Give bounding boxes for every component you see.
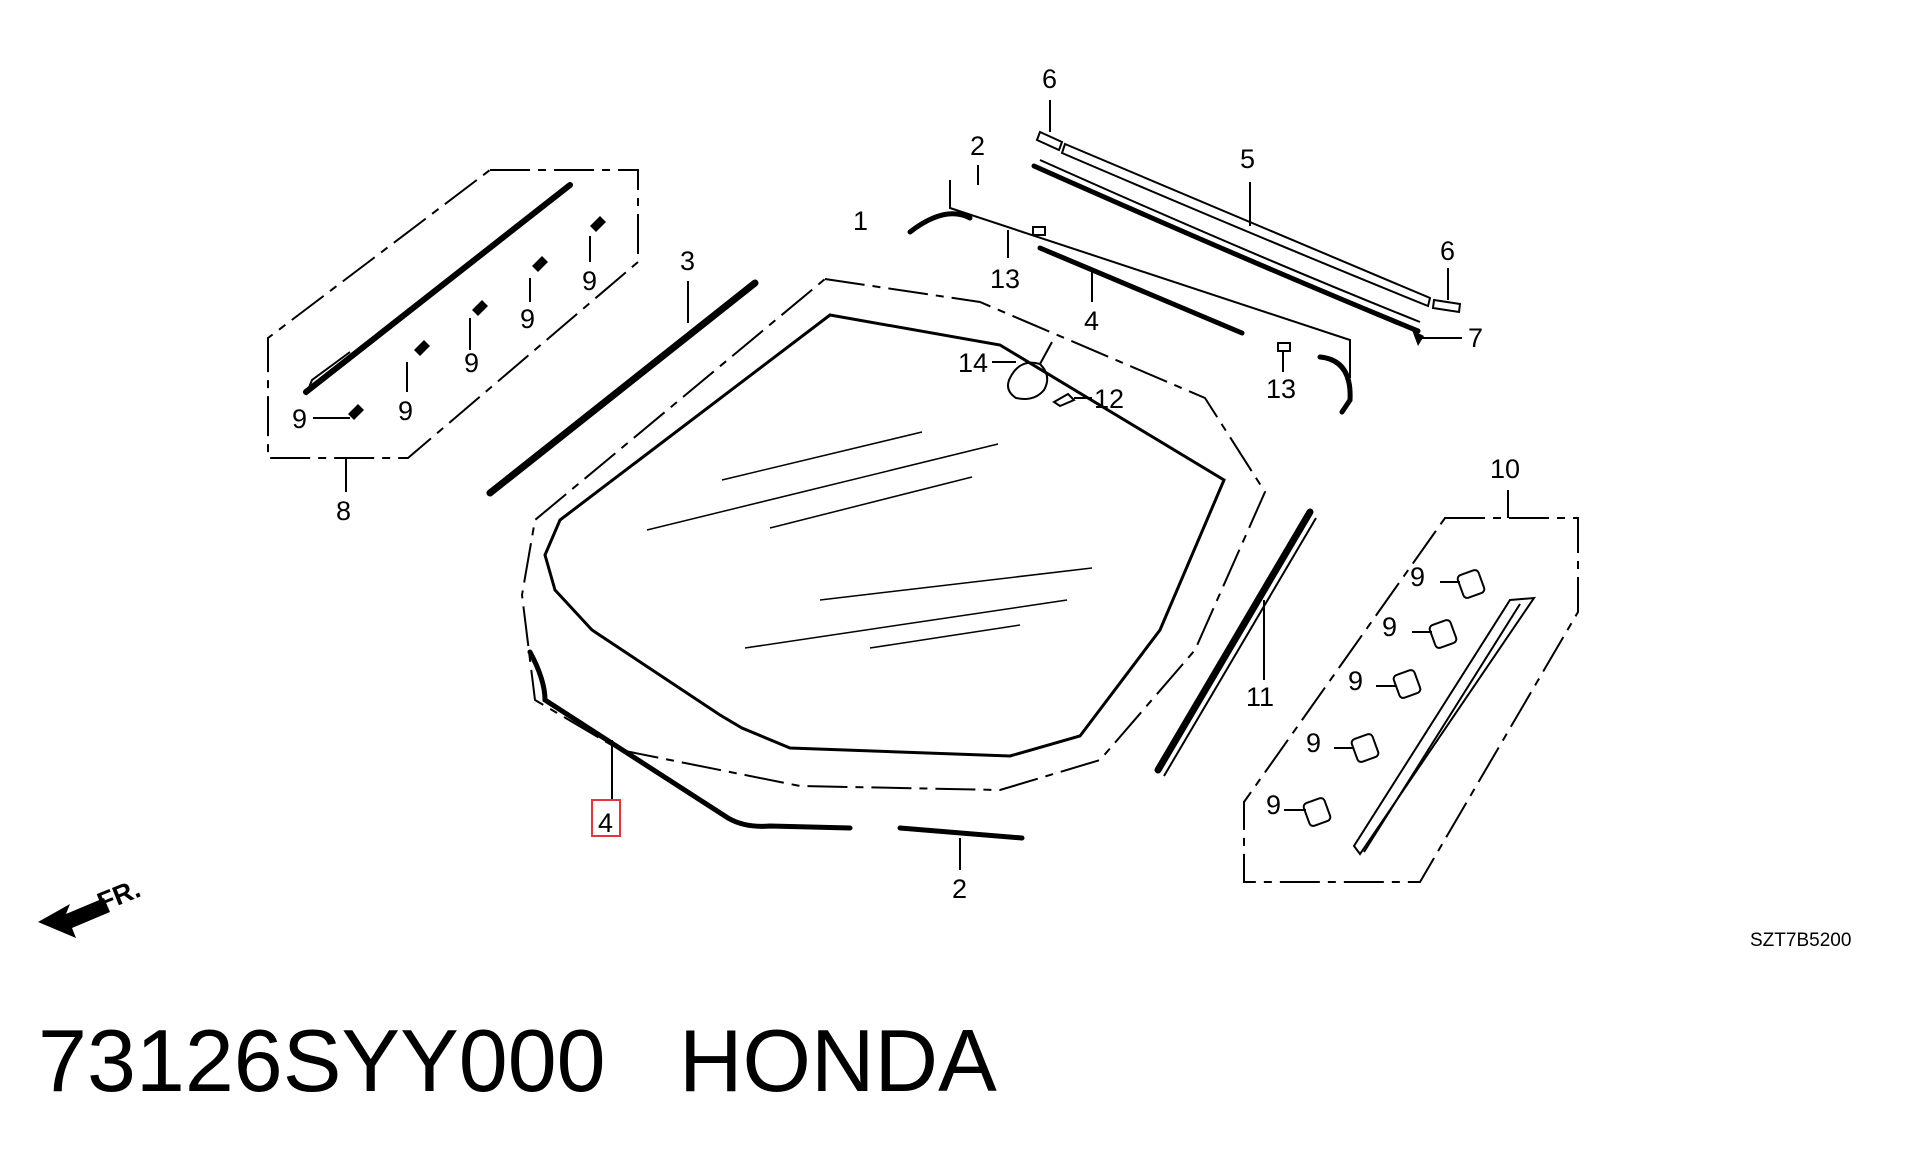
callout-6-top: 6 — [1042, 64, 1057, 94]
callout-2-bottom: 2 — [952, 874, 967, 904]
callout-1: 1 — [853, 206, 868, 236]
callout-9-j: 9 — [1266, 790, 1281, 820]
callout-4-highlight: 4 — [598, 808, 613, 838]
callout-12: 12 — [1094, 384, 1124, 414]
part-11-molding — [1154, 508, 1317, 777]
callout-13-right: 13 — [1266, 374, 1296, 404]
callout-6-right: 6 — [1440, 236, 1455, 266]
callout-2-top: 2 — [970, 131, 985, 161]
sensor-bracket — [992, 341, 1092, 408]
callout-9-g: 9 — [1382, 612, 1397, 642]
front-marker-label: FR. — [93, 873, 145, 917]
callout-9-b: 9 — [398, 396, 413, 426]
clip-icon — [1302, 569, 1486, 827]
callout-8: 8 — [336, 496, 351, 526]
callout-5: 5 — [1240, 144, 1255, 174]
callout-9-d: 9 — [520, 304, 535, 334]
callout-4-top: 4 — [1084, 306, 1099, 336]
callout-11: 11 — [1246, 682, 1274, 712]
front-arrow-icon: FR. — [38, 873, 145, 938]
callout-9-c: 9 — [464, 348, 479, 378]
roof-molding-assembly — [907, 100, 1462, 415]
part-title: 73126SYY000 HONDA — [38, 1011, 997, 1110]
part-3-molding — [486, 279, 759, 497]
callouts: 1 2 2 3 4 4 5 6 6 7 8 9 9 9 9 9 9 9 9 9 … — [292, 64, 1520, 904]
callout-9-i: 9 — [1306, 728, 1321, 758]
part-8-assembly — [267, 169, 639, 492]
clip-icon — [348, 216, 606, 420]
callout-3: 3 — [680, 246, 695, 276]
windshield-glass — [520, 278, 1267, 792]
callout-7: 7 — [1468, 323, 1483, 353]
diagram-code: SZT7B5200 — [1750, 930, 1851, 951]
callout-10: 10 — [1490, 454, 1520, 484]
callout-9-a: 9 — [292, 404, 307, 434]
callout-9-e: 9 — [582, 266, 597, 296]
callout-13-left: 13 — [990, 264, 1020, 294]
lower-moldings — [527, 649, 1025, 870]
callout-9-h: 9 — [1348, 666, 1363, 696]
highlight-box — [591, 799, 621, 837]
callout-9-f: 9 — [1410, 562, 1425, 592]
callout-14: 14 — [958, 348, 988, 378]
part-10-assembly — [1243, 490, 1579, 883]
